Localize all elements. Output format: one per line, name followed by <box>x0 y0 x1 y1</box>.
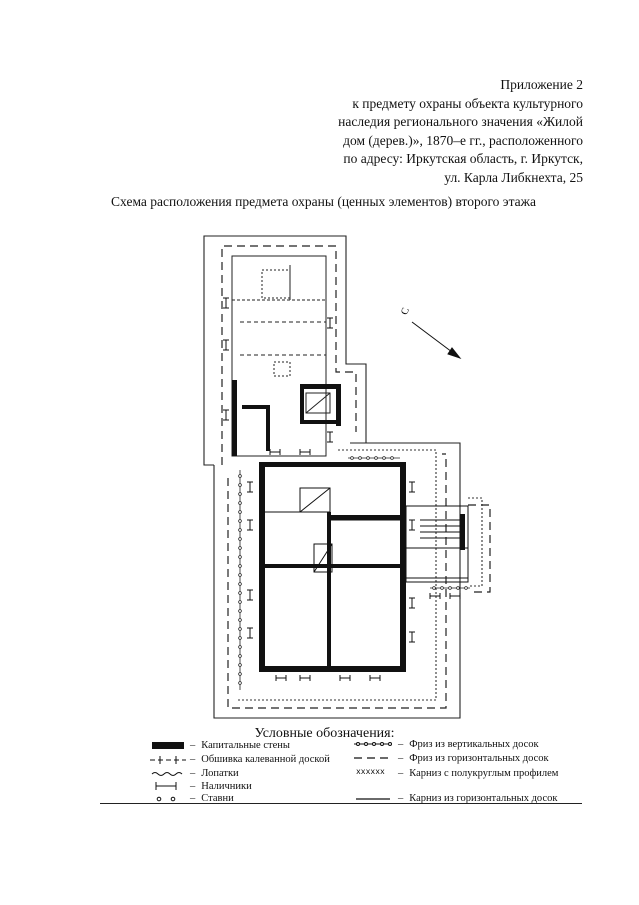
legend-capital-walls-symbol <box>152 742 184 749</box>
platband-mark <box>327 431 333 443</box>
platband-mark <box>223 339 229 351</box>
legend-item-platbands: –Наличники <box>190 781 252 792</box>
perimeter-outline <box>203 235 461 719</box>
frieze-dot <box>432 586 436 590</box>
platband-mark <box>369 675 381 681</box>
upper-wing-walls <box>231 255 331 457</box>
frieze-horizontal-line <box>221 245 491 709</box>
frieze-dot <box>238 627 242 631</box>
frieze-dot <box>238 600 242 604</box>
frieze-dot <box>464 586 468 590</box>
platband-mark <box>409 597 415 609</box>
platband-mark <box>327 317 333 329</box>
frieze-dot <box>350 456 354 460</box>
header-line: наследия регионального значения «Жилой <box>338 114 583 130</box>
frieze-dot <box>238 582 242 586</box>
frieze-dot <box>238 573 242 577</box>
platband-mark <box>299 449 311 455</box>
platband-mark <box>247 519 253 531</box>
platband-mark <box>275 675 287 681</box>
header-line: по адресу: Иркутская область, г. Иркутск… <box>343 151 583 167</box>
frieze-dot <box>238 663 242 667</box>
platband-mark <box>247 481 253 493</box>
frieze-dot <box>238 474 242 478</box>
frieze-dot <box>366 456 370 460</box>
frieze-dot <box>238 645 242 649</box>
frieze-dot <box>238 546 242 550</box>
frieze-dot <box>440 586 444 590</box>
frieze-dot <box>238 564 242 568</box>
frieze-dot <box>238 609 242 613</box>
frieze-dot <box>238 681 242 685</box>
frieze-dot <box>238 510 242 514</box>
legend-item-capital-walls: –Капитальные стены <box>190 740 290 751</box>
platband-mark <box>247 627 253 639</box>
legend-shutters-symbol <box>156 796 176 802</box>
cornice-rounded-line <box>238 449 483 701</box>
platband-mark <box>409 481 415 493</box>
appendix-header: Приложение 2 к предмету охраны объекта к… <box>283 76 583 188</box>
legend-frieze-vertical-symbol <box>354 742 392 746</box>
frieze-dot <box>448 586 452 590</box>
frieze-dot <box>390 456 394 460</box>
frieze-dot <box>238 672 242 676</box>
legend-cornice-rounded-symbol: xxxxxx <box>356 768 385 777</box>
north-arrow <box>411 321 462 360</box>
north-label: С <box>399 306 412 316</box>
frieze-dot <box>238 528 242 532</box>
platbands <box>223 297 461 681</box>
frieze-dot <box>238 636 242 640</box>
legend-item-pilasters: –Лопатки <box>190 768 239 779</box>
platband-mark <box>339 675 351 681</box>
legend-item-frieze-horizontal: –Фриз из горизонтальных досок <box>398 753 549 764</box>
platband-mark <box>409 631 415 643</box>
header-line: дом (дерев.)», 1870–е гг., расположенног… <box>343 132 583 148</box>
platband-mark <box>223 297 229 309</box>
platband-mark <box>409 519 415 531</box>
legend-platbands-symbol <box>155 782 177 790</box>
platband-mark <box>247 589 253 601</box>
platband-mark <box>299 675 311 681</box>
frieze-dot <box>238 654 242 658</box>
frieze-dot <box>374 456 378 460</box>
legend-symbols: xxxxxx <box>150 742 392 802</box>
header-line: к предмету охраны объекта культурного <box>352 95 583 111</box>
platband-mark <box>223 409 229 421</box>
frieze-dot <box>358 456 362 460</box>
capital-walls-main <box>259 462 406 672</box>
bottom-rule <box>100 803 582 804</box>
legend-item-frieze-vertical: –Фриз из вертикальных досок <box>398 739 539 750</box>
frieze-dot <box>238 483 242 487</box>
platband-mark <box>429 593 441 599</box>
legend-item-cornice-rounded: –Карниз с полукруглым профилем <box>398 768 559 779</box>
header-line: ул. Карла Либкнехта, 25 <box>444 169 583 185</box>
legend-pilasters-symbol <box>151 772 183 776</box>
legend-item-board-cladding: –Обшивка калеванной доской <box>190 754 330 765</box>
porch <box>405 505 469 583</box>
legend-item-cornice-horizontal: –Карниз из горизонтальных досок <box>398 793 558 804</box>
frieze-dot <box>238 501 242 505</box>
frieze-dot <box>238 519 242 523</box>
legend-title: Условные обозначения: <box>254 726 395 741</box>
frieze-vertical-dots <box>238 456 468 685</box>
platband-mark <box>449 593 461 599</box>
frieze-dot <box>238 555 242 559</box>
legend-board-cladding-symbol <box>150 756 186 764</box>
porch-walls <box>460 514 465 550</box>
header-line: Приложение 2 <box>500 77 583 92</box>
frieze-dot <box>456 586 460 590</box>
capital-walls-upper <box>232 380 341 456</box>
platband-mark <box>269 449 281 455</box>
legend-item-shutters: –Ставни <box>190 793 234 804</box>
scheme-title: Схема расположения предмета охраны (ценн… <box>111 194 536 209</box>
frieze-dot <box>238 618 242 622</box>
frieze-dot <box>238 537 242 541</box>
frieze-dot <box>238 591 242 595</box>
frieze-dot <box>238 492 242 496</box>
frieze-dot <box>382 456 386 460</box>
